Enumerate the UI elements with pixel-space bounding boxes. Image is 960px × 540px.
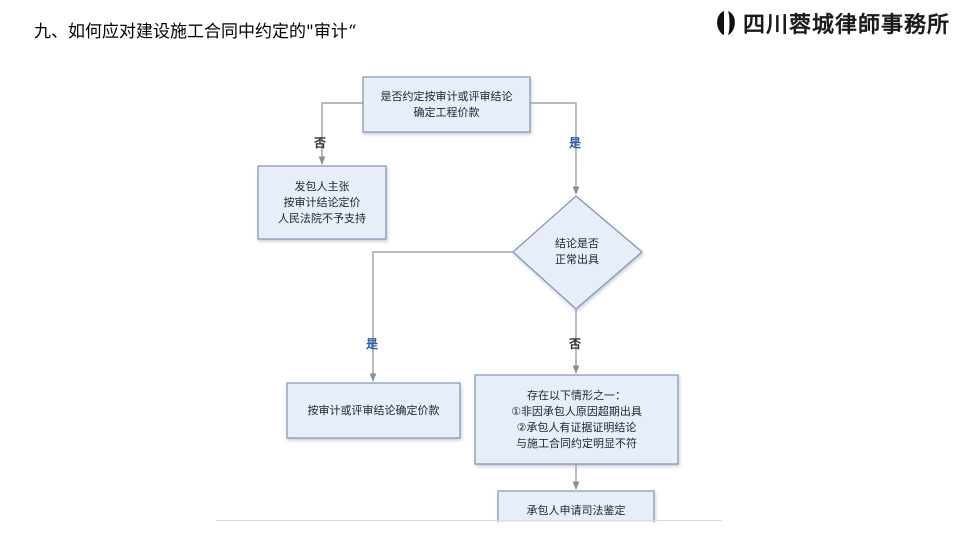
yes-result-line: 按审计或评审结论确定价款 bbox=[307, 403, 440, 417]
edge-label-no-2: 否 bbox=[569, 337, 582, 351]
no-left-box bbox=[257, 165, 387, 240]
logo-mark-icon bbox=[717, 11, 735, 35]
decision-line: 结论是否 bbox=[555, 237, 599, 250]
edge-label-yes-1: 是 bbox=[569, 136, 582, 150]
firm-logo: 四川蓉城律師事務所 bbox=[713, 6, 950, 40]
final-line: 承包人申请司法鉴定 bbox=[526, 504, 626, 517]
no-left-node: 发包人主张 按审计结论定价 人民法院不予支持 bbox=[258, 166, 386, 239]
final-box bbox=[497, 490, 655, 522]
no-left-line: 人民法院不予支持 bbox=[278, 211, 366, 225]
no-result-line: ②承包人有证据证明结论 bbox=[516, 420, 637, 434]
no-result-line: 存在以下情形之一： bbox=[527, 388, 626, 402]
decision-node: 结论是否 正常出具 bbox=[522, 220, 632, 284]
start-box bbox=[362, 76, 531, 133]
no-result-line: ①非因承包人原因超期出具 bbox=[511, 404, 642, 418]
edge-label-no-1: 否 bbox=[314, 136, 327, 150]
flowchart: 是否约定按审计或评审结论 确定工程价款 发包人主张 按审计结论定价 人民法院不予… bbox=[216, 60, 722, 522]
no-result-node: 存在以下情形之一： ①非因承包人原因超期出具 ②承包人有证据证明结论 与施工合同… bbox=[475, 375, 678, 464]
slide-title: 九、如何应对建设施工合同中约定的"审计“ bbox=[34, 22, 357, 42]
start-node: 是否约定按审计或评审结论 确定工程价款 bbox=[363, 77, 530, 132]
no-left-line: 按审计结论定价 bbox=[283, 195, 361, 209]
edge-label-yes-2: 是 bbox=[366, 337, 379, 351]
final-node: 承包人申请司法鉴定 bbox=[498, 491, 654, 531]
decision-diamond bbox=[512, 195, 643, 310]
no-result-line: 与施工合同约定明显不符 bbox=[516, 436, 637, 450]
decision-line: 正常出具 bbox=[555, 253, 599, 266]
yes-result-node: 按审计或评审结论确定价款 bbox=[287, 383, 460, 438]
logo-text: 四川蓉城律師事務所 bbox=[742, 12, 950, 38]
edge-start-yes bbox=[530, 102, 580, 195]
start-node-line: 确定工程价款 bbox=[413, 105, 480, 119]
edge-start-no bbox=[318, 102, 363, 165]
start-node-line: 是否约定按审计或评审结论 bbox=[380, 89, 513, 103]
edge-decision-yes bbox=[369, 251, 513, 382]
content-divider bbox=[216, 520, 722, 521]
no-left-line: 发包人主张 bbox=[294, 179, 350, 193]
no-result-box bbox=[474, 374, 679, 465]
flowchart-canvas bbox=[257, 76, 679, 522]
yes-result-box bbox=[286, 382, 461, 439]
